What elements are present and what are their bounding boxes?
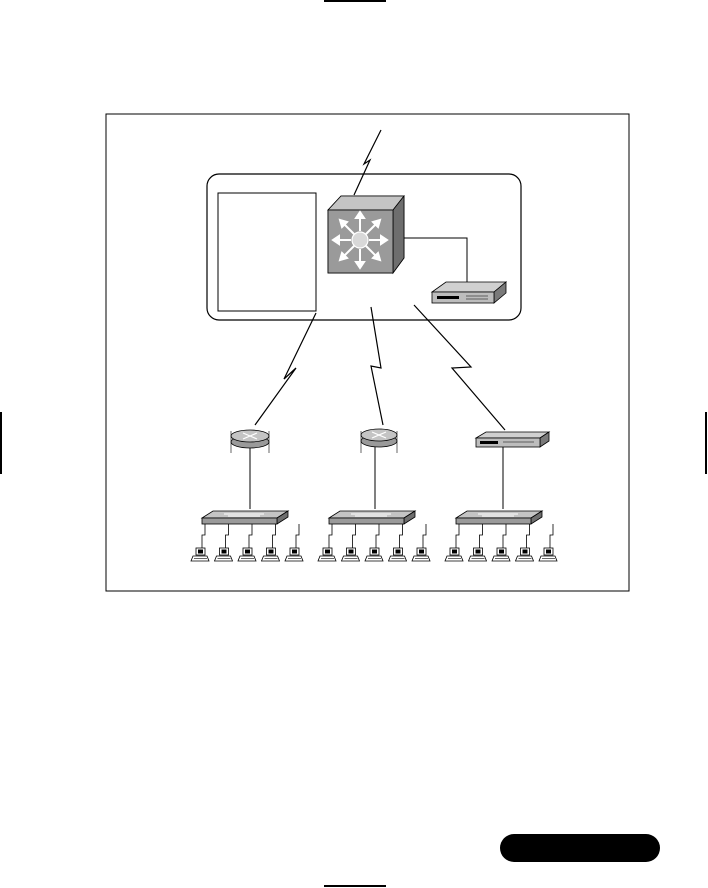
workstation-link xyxy=(328,524,333,548)
router-icon xyxy=(360,428,398,453)
workstation-link xyxy=(352,524,356,548)
workstation-icon xyxy=(491,547,511,562)
workstation-link xyxy=(549,524,554,548)
multilayer-switch-icon xyxy=(327,194,405,275)
workstation-icon xyxy=(190,547,210,562)
workgroup-switch-icon xyxy=(327,510,417,525)
crop-mark-left xyxy=(0,412,2,474)
workstation-link xyxy=(502,524,507,548)
lan-group xyxy=(317,510,431,562)
workstation-icon xyxy=(260,547,281,562)
workstation-link xyxy=(295,524,300,548)
workstation-icon xyxy=(213,547,234,562)
crop-mark-right xyxy=(705,412,707,474)
workgroup-switch-icon xyxy=(454,510,544,525)
crop-mark-top xyxy=(324,0,386,2)
workgroup-switch-icon xyxy=(200,510,290,525)
central-site-panel xyxy=(217,192,317,312)
workstation-icon xyxy=(340,547,361,562)
lan-group xyxy=(190,510,304,562)
workstation-link xyxy=(422,524,427,548)
workstation-link xyxy=(248,524,253,548)
workstation-link xyxy=(272,524,276,548)
workstation-link xyxy=(201,524,206,548)
workstation-link xyxy=(455,524,460,548)
workstation-link xyxy=(399,524,403,548)
workstation-icon xyxy=(514,547,535,562)
workstation-icon xyxy=(444,547,464,562)
workstation-icon xyxy=(317,547,337,562)
wan-link-left xyxy=(254,312,317,426)
workstation-link xyxy=(526,524,530,548)
workstation-link xyxy=(225,524,229,548)
workstation-icon xyxy=(387,547,408,562)
wan-link-top xyxy=(353,129,382,196)
wan-link-right xyxy=(413,304,506,431)
wan-link-middle xyxy=(370,306,384,426)
core-appliance-link xyxy=(404,237,468,284)
page-tab xyxy=(500,834,660,862)
workstation-link xyxy=(479,524,483,548)
crop-mark-bottom xyxy=(324,885,386,887)
network-appliance-icon xyxy=(430,281,508,304)
lan-group xyxy=(444,510,558,562)
workstation-icon xyxy=(284,547,304,562)
access-server-icon xyxy=(474,431,551,448)
workstation-icon xyxy=(538,547,558,562)
workstation-icon xyxy=(364,547,384,562)
workstation-icon xyxy=(237,547,257,562)
workstation-icon xyxy=(467,547,488,562)
figure-frame xyxy=(105,113,630,592)
workstation-link xyxy=(375,524,380,548)
workstation-icon xyxy=(411,547,431,562)
